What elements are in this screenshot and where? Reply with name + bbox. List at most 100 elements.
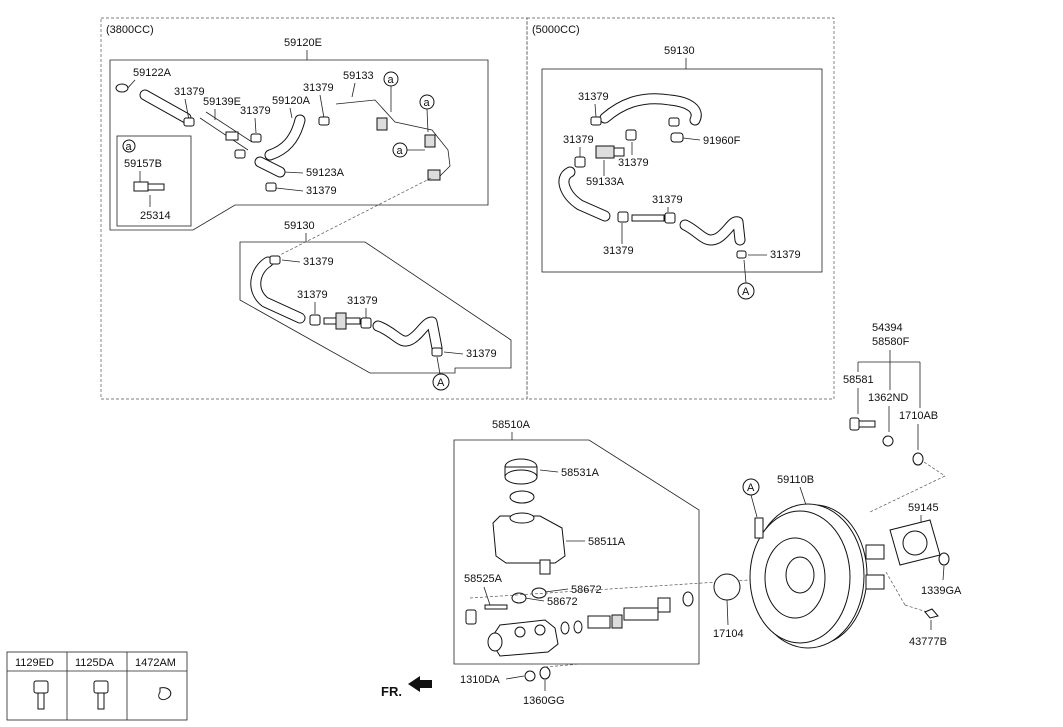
label-59139E: 59139E <box>203 96 241 108</box>
clamp-31379-p <box>736 250 747 259</box>
label-1310DA: 1310DA <box>460 674 500 686</box>
legend-header-1129ED: 1129ED <box>15 657 54 669</box>
hose-59122A <box>115 83 192 124</box>
bolt-58525A <box>484 604 508 610</box>
clamp-31379-i <box>431 347 443 357</box>
label-54394: 54394 <box>872 322 903 334</box>
legend-header-1472AM: 1472AM <box>135 657 176 669</box>
label-59120E: 59120E <box>284 37 322 49</box>
inset-a-frame <box>116 135 192 227</box>
label-59120A: 59120A <box>272 95 311 107</box>
label-1362ND: 1362ND <box>868 392 908 404</box>
sensor-plug <box>465 609 477 625</box>
label-58525A: 58525A <box>464 573 503 585</box>
bolt-1129ED-icon <box>33 680 49 710</box>
label-43777B: 43777B <box>909 636 947 648</box>
clip-1362ND <box>882 435 894 447</box>
label-59145: 59145 <box>908 502 939 514</box>
label-58672-b: 58672 <box>547 596 578 608</box>
grommet-58672-b <box>511 592 527 604</box>
assembly-frame-59130-v6 <box>239 241 512 374</box>
hose-59130-v8-lower-right <box>679 216 746 246</box>
label-59130-v6: 59130 <box>284 220 315 232</box>
label-31379-a: 31379 <box>174 86 205 98</box>
label-59122A: 59122A <box>133 67 172 79</box>
fr-label: FR. <box>381 684 402 699</box>
hose-59130-v6-left <box>250 256 306 324</box>
reservoir-58511A <box>492 512 566 575</box>
callout-A-v8: A <box>737 282 755 300</box>
fastener-legend-table: 1129ED 1125DA 1472AM <box>6 651 188 721</box>
label-31379-h: 31379 <box>347 295 378 307</box>
svg-text:A: A <box>742 286 750 298</box>
label-1710AB: 1710AB <box>899 410 938 422</box>
nut-1360GG <box>539 666 551 680</box>
inset-a-callout: a <box>122 139 136 153</box>
hose-59130-v6-right <box>372 316 443 354</box>
clip-1472AM-icon <box>158 687 172 701</box>
tube-59139E <box>199 111 253 151</box>
label-25314: 25314 <box>140 210 171 222</box>
section-label-3800cc: (3800CC) <box>106 24 154 36</box>
clamp-31379-c <box>250 133 262 143</box>
clamp-31379-j <box>590 116 602 126</box>
label-91960F: 91960F <box>703 135 741 147</box>
clamp-31379-e <box>265 182 277 192</box>
front-direction-arrow <box>408 676 432 692</box>
clamp-31379-f <box>269 255 281 265</box>
clamp-31379-d <box>318 116 330 126</box>
section-label-5000cc: (5000CC) <box>532 24 580 36</box>
callout-A-v6: A <box>432 373 450 391</box>
label-1360GG: 1360GG <box>523 695 565 707</box>
label-59110B: 59110B <box>777 474 814 486</box>
svg-text:A: A <box>747 482 755 494</box>
gasket-59145 <box>889 519 941 566</box>
tube-59133 <box>335 99 451 181</box>
connector-tube-v8 <box>631 214 665 222</box>
master-cylinder-body <box>487 619 559 657</box>
svg-text:a: a <box>388 74 395 86</box>
label-58580F: 58580F <box>872 336 910 348</box>
assembly-frame-59130-v8 <box>541 68 823 273</box>
hose-59130-v8-lower-left <box>558 166 611 222</box>
label-31379-m: 31379 <box>618 157 649 169</box>
valve-59133A <box>595 145 625 159</box>
label-17104: 17104 <box>713 628 744 640</box>
clamp-31379-a <box>183 117 195 127</box>
clamp-31379-m <box>625 129 637 141</box>
clamp-31379-b <box>234 149 246 159</box>
callout-a-2: a <box>419 94 435 133</box>
svg-text:a: a <box>397 145 404 157</box>
label-31379-i: 31379 <box>466 348 497 360</box>
label-59133: 59133 <box>343 70 374 82</box>
callout-a-3: a <box>392 142 425 158</box>
clip-43777B <box>924 608 939 619</box>
label-31379-j: 31379 <box>578 91 609 103</box>
oring-17104 <box>713 573 741 601</box>
clamp-31379-n <box>617 211 629 223</box>
brake-booster-59110B <box>749 503 885 649</box>
hose-59130-v8-upper <box>599 93 702 126</box>
check-valve-59157B <box>133 181 165 192</box>
label-58581: 58581 <box>843 374 874 386</box>
pin-58581 <box>849 417 876 431</box>
label-58511A: 58511A <box>588 536 626 548</box>
label-59130-v8: 59130 <box>664 45 695 57</box>
svg-text:A: A <box>437 377 445 389</box>
label-58672-a: 58672 <box>571 584 602 596</box>
legend-header-1125DA: 1125DA <box>75 657 115 669</box>
piston-parts <box>560 591 694 635</box>
label-1339GA: 1339GA <box>921 585 962 597</box>
svg-text:a: a <box>424 97 431 109</box>
label-31379-d: 31379 <box>303 82 334 94</box>
clamp-31379-g <box>309 314 321 326</box>
section-frame-5000cc <box>526 17 835 400</box>
assembly-frame-58510A <box>453 439 700 665</box>
label-31379-e: 31379 <box>306 185 337 197</box>
clip-91960F <box>670 132 684 143</box>
hose-59123A <box>254 156 286 178</box>
ring-1710AB <box>912 452 924 466</box>
nut-1339GA <box>938 552 950 566</box>
bolt-1125DA-icon <box>93 680 109 710</box>
